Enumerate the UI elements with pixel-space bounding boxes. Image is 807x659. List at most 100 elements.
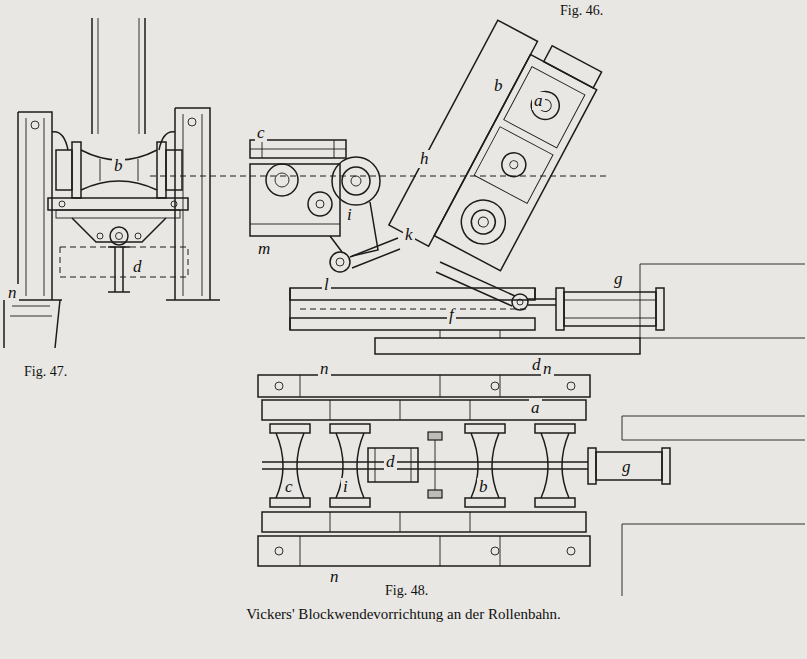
side-view	[330, 202, 378, 256]
side-view	[440, 330, 500, 338]
part-letter: b	[477, 478, 490, 496]
end-view	[4, 300, 60, 348]
side-view	[275, 173, 289, 187]
plan-view	[330, 512, 470, 532]
plan-view	[428, 432, 442, 440]
part-letter: k	[403, 226, 415, 244]
side-view	[350, 238, 400, 268]
side-view	[250, 18, 805, 354]
figure-caption: Vickers' Blockwendevorrichtung an der Ro…	[0, 606, 807, 623]
end-view	[98, 18, 139, 134]
end-view	[4, 18, 220, 348]
side-view	[526, 87, 564, 125]
end-view	[92, 18, 145, 134]
figure-label: Fig. 47.	[22, 365, 69, 380]
end-view	[157, 142, 166, 198]
end-view	[81, 150, 157, 190]
plan-view	[262, 512, 586, 532]
side-view	[290, 318, 535, 330]
plan-view	[491, 382, 499, 390]
plan-view	[330, 424, 370, 433]
plan-view	[435, 440, 436, 490]
side-view	[544, 46, 602, 88]
end-view	[110, 227, 128, 245]
side-view	[474, 127, 553, 204]
side-view	[389, 18, 605, 282]
end-view	[166, 150, 182, 190]
side-view	[330, 252, 350, 272]
side-view	[564, 300, 656, 318]
side-view	[250, 224, 340, 225]
plan-view	[368, 448, 418, 482]
end-view	[97, 233, 103, 239]
side-view	[300, 309, 530, 310]
plan-view	[596, 452, 662, 480]
part-letter: d	[131, 258, 144, 276]
plan-view	[336, 433, 364, 498]
side-view	[564, 292, 656, 326]
side-view	[332, 157, 380, 205]
plan-view	[330, 498, 370, 507]
end-view	[135, 233, 141, 239]
end-view	[10, 306, 52, 316]
part-letter: i	[345, 206, 354, 224]
side-view	[250, 140, 346, 158]
plan-view	[465, 424, 505, 433]
side-view	[528, 299, 556, 305]
plan-view	[588, 448, 596, 484]
part-letter: n	[541, 360, 554, 378]
end-view	[183, 114, 202, 296]
end-view	[59, 201, 65, 207]
side-view	[250, 164, 340, 236]
part-letter: n	[318, 360, 331, 378]
part-letter: h	[418, 150, 431, 168]
part-letter: b	[112, 157, 125, 175]
part-letter: i	[341, 478, 350, 496]
plan-view	[567, 547, 575, 555]
plan-view	[275, 382, 283, 390]
end-view	[188, 118, 196, 126]
end-view	[48, 198, 188, 210]
plan-view	[662, 448, 670, 484]
plan-view	[535, 424, 575, 433]
side-view	[454, 192, 514, 252]
plan-view	[262, 462, 565, 469]
plan-view	[270, 424, 575, 507]
side-view	[434, 55, 596, 271]
plan-view	[541, 433, 569, 498]
side-view	[375, 338, 640, 354]
part-letter: d	[384, 453, 397, 471]
plan-view	[300, 375, 500, 397]
part-letter: m	[256, 240, 272, 258]
plan-view	[471, 433, 499, 498]
side-view	[656, 288, 664, 330]
end-view	[108, 247, 130, 292]
plan-view	[262, 400, 586, 420]
side-view	[512, 294, 528, 310]
plan-view	[565, 462, 588, 469]
plan-view	[276, 433, 304, 498]
part-letter: c	[255, 124, 267, 142]
plan-view	[258, 375, 590, 397]
side-view	[316, 200, 324, 208]
plan-view	[275, 547, 283, 555]
part-letter: n	[328, 568, 341, 586]
plan-view	[375, 448, 411, 482]
plan-view	[491, 547, 499, 555]
plan-view	[300, 536, 500, 566]
part-letter: a	[532, 92, 545, 110]
side-view	[342, 167, 370, 195]
figure-label: Fig. 48.	[383, 584, 430, 599]
plan-view	[258, 375, 805, 596]
side-view	[508, 159, 519, 170]
side-view	[250, 140, 346, 158]
end-view	[72, 218, 166, 242]
side-view	[351, 176, 361, 186]
plan-view	[465, 498, 505, 507]
side-view	[308, 192, 332, 216]
end-view	[116, 233, 123, 240]
end-view	[60, 247, 188, 277]
part-letter: n	[6, 284, 19, 302]
part-letter: b	[492, 77, 505, 95]
